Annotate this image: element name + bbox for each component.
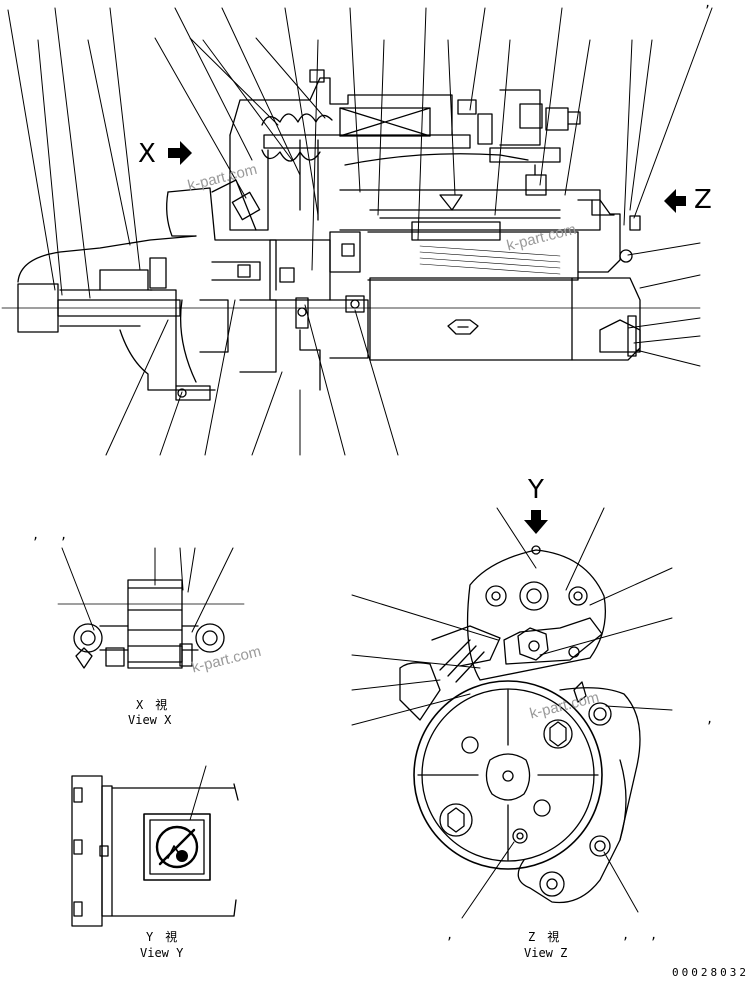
- view-z-caption-en: View Z: [524, 946, 568, 960]
- nose-housing: [17, 235, 216, 401]
- separator-mark: ,: [706, 712, 714, 726]
- catalog-number: 00028032: [672, 966, 749, 979]
- view-z-arrow: [664, 189, 686, 213]
- view-x-caption-jp: X 視: [136, 698, 168, 712]
- armature-yoke: [269, 189, 601, 391]
- separator-mark: ,: [32, 528, 40, 542]
- view-z-caption-jp: Z 視: [528, 930, 560, 944]
- view-x-caption-en: View X: [128, 713, 172, 727]
- view-z-drawing: [351, 507, 673, 919]
- view-x-drawing: [57, 547, 245, 669]
- separator-mark: ,: [446, 928, 454, 942]
- view-y-caption-en: View Y: [140, 946, 184, 960]
- view-x-marker: X: [138, 139, 156, 169]
- main-section-view: [1, 7, 713, 456]
- motor-yoke: [369, 199, 641, 361]
- lever-housing: [149, 179, 277, 387]
- leader-lines-top: [7, 7, 713, 299]
- leader-lines-right: [627, 242, 701, 367]
- solenoid-switch: [229, 69, 581, 231]
- view-z-marker: Z: [694, 185, 712, 215]
- view-y-marker: Y: [528, 475, 544, 505]
- view-x-arrow: [168, 141, 192, 165]
- separator-mark: ,: [704, 0, 712, 10]
- separator-mark: ,: [622, 928, 630, 942]
- leader-lines-bottom: [105, 299, 399, 456]
- separator-mark: ,: [650, 928, 658, 942]
- view-y-drawing: [71, 765, 239, 927]
- view-y-caption-jp: Y 視: [146, 930, 178, 944]
- separator-mark: ,: [60, 528, 68, 542]
